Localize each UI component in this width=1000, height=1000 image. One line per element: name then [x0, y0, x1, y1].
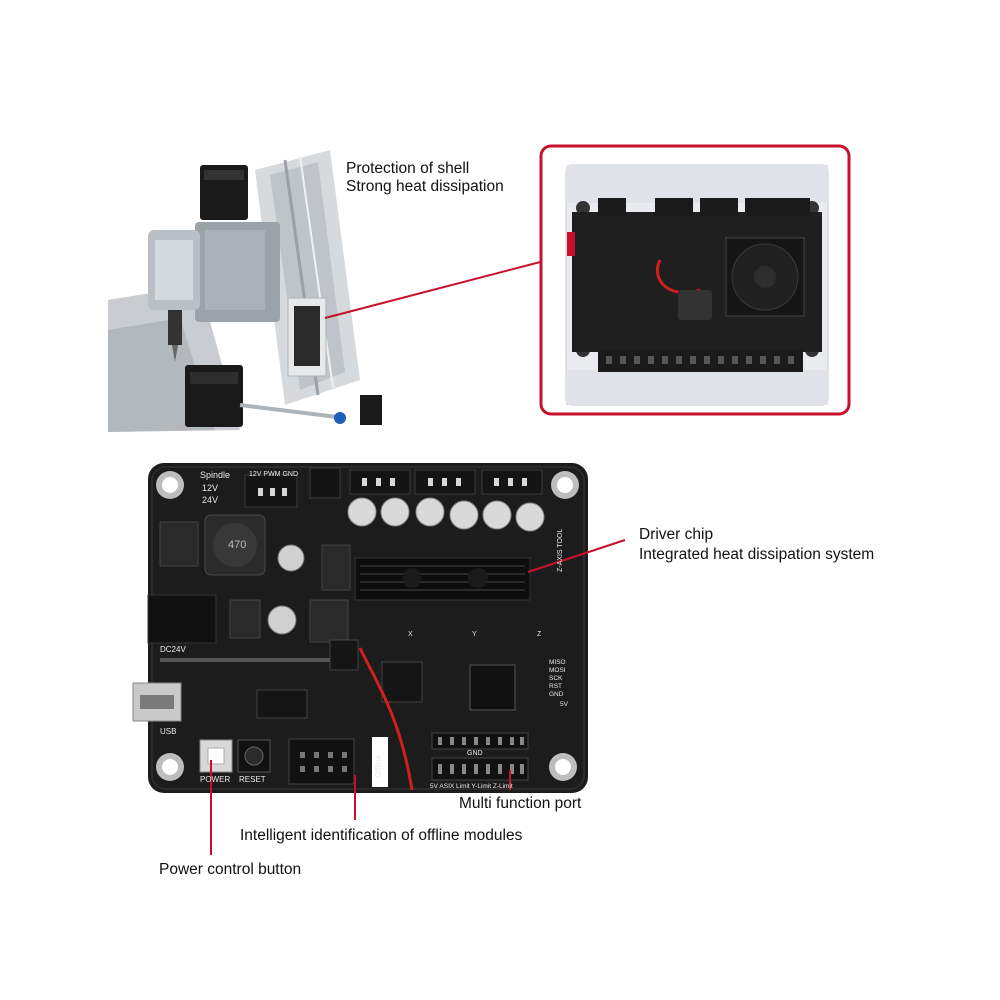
silk-offline: Offline — [374, 754, 383, 778]
silk-axis-x: X — [408, 631, 413, 638]
callout-shell-line1: Protection of shell — [346, 160, 470, 177]
callout-shell-line2: Strong heat dissipation — [346, 178, 504, 195]
callout-power-button: Power control button — [159, 861, 302, 878]
multi-function-header — [431, 757, 529, 781]
shell-callout-line — [324, 259, 549, 319]
silkscreen-text: Spindle 12V 24V 12V PWM GND DC24V USB PO… — [160, 470, 569, 790]
heatsink — [354, 557, 531, 601]
dc-jack — [147, 594, 217, 644]
silk-power: POWER — [200, 775, 230, 784]
silk-spindle: Spindle — [200, 470, 230, 480]
callout-driver-line2: Integrated heat dissipation system — [639, 546, 875, 563]
silk-isp-0: MISO — [549, 659, 566, 666]
cnc-machine-photo — [108, 150, 382, 432]
silk-isp-2: SCK — [549, 675, 563, 682]
controller-board — [132, 463, 588, 793]
mcu-chip — [469, 664, 516, 711]
silk-isp-1: MOSI — [549, 667, 566, 674]
enclosure-photo — [539, 144, 851, 416]
callout-driver-line1: Driver chip — [639, 526, 714, 543]
silk-axis-z: Z — [537, 631, 542, 638]
silk-usb: USB — [160, 727, 176, 736]
silk-isp-3: RST — [549, 683, 562, 690]
silk-gnd: GND — [467, 750, 483, 757]
mounting-holes — [156, 471, 579, 781]
silk-isp-4: GND — [549, 691, 564, 698]
silk-dc24v: DC24V — [160, 645, 186, 654]
silk-laser-header: 12V PWM GND — [249, 471, 298, 478]
silk-isp-5v: 5V — [560, 701, 569, 708]
capacitors — [267, 497, 545, 635]
callout-offline: Intelligent identification of offline mo… — [240, 827, 523, 844]
silk-inductor: 470 — [228, 539, 246, 551]
callout-multi-port: Multi function port — [459, 795, 582, 812]
silk-axis-y: Y — [472, 631, 477, 638]
silk-12v: 12V — [202, 483, 218, 493]
silk-reset: RESET — [239, 775, 266, 784]
offline-header — [288, 738, 355, 785]
driver-callout-line — [527, 539, 626, 573]
silk-port-row: 5V ASIX Limit Y-Limit Z-Limit — [430, 783, 513, 790]
silk-axis-tool: Z-AXIS TOOL — [557, 529, 564, 572]
silk-24v: 24V — [202, 495, 218, 505]
gnd-header — [431, 732, 529, 750]
